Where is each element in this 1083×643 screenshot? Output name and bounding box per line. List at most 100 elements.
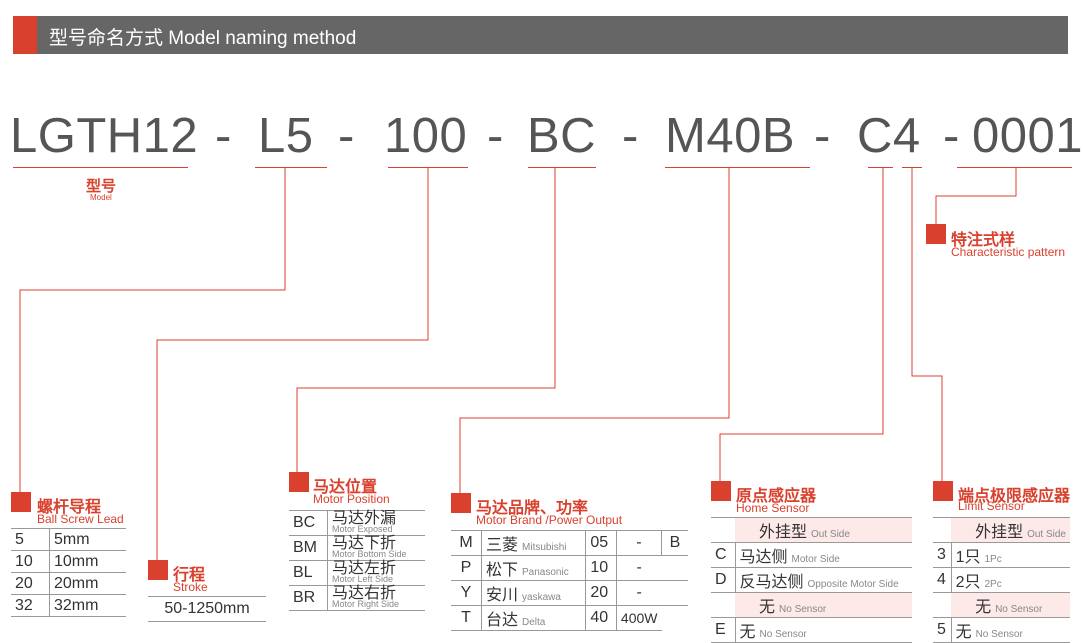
brand-zh: 三菱 xyxy=(486,537,519,554)
position-code: BL xyxy=(289,560,328,586)
position-en: Motor Right Side xyxy=(332,599,400,609)
home-en: Out Side xyxy=(811,529,850,540)
brake-code xyxy=(661,605,688,631)
brake-code xyxy=(661,580,688,606)
position-code: BM xyxy=(289,535,328,561)
limit-zh: 1只 xyxy=(955,549,981,566)
home-en: Motor Side xyxy=(791,554,840,565)
underline-motor xyxy=(665,167,810,168)
lead-value: 10mm xyxy=(49,550,126,573)
limit-en: Out Side xyxy=(1027,529,1066,540)
motor-brand-en: Motor Brand /Power Output xyxy=(476,513,623,527)
code-dash: - xyxy=(487,109,504,163)
position-en: Motor Left Side xyxy=(332,574,394,584)
lead-value: 20mm xyxy=(49,572,126,595)
characteristic-marker xyxy=(926,224,946,244)
stroke-value: 50-1250mm xyxy=(148,596,266,622)
underline-sensor-c xyxy=(868,167,893,168)
home-code xyxy=(711,592,735,618)
lead-code: 10 xyxy=(11,550,50,573)
limit-code: 3 xyxy=(933,542,952,568)
home-code xyxy=(711,517,735,543)
limit-en: No Sensor xyxy=(975,629,1023,640)
ball-screw-en: Ball Screw Lead xyxy=(37,512,124,526)
motor-position-marker xyxy=(289,472,309,492)
home-code: E xyxy=(711,617,735,643)
code-special: 0001 xyxy=(972,109,1083,163)
power-code: 20 xyxy=(585,580,617,606)
limit-code: 4 xyxy=(933,567,952,593)
home-zh: 反马达侧 xyxy=(739,574,804,591)
position-zh: 马达外漏 xyxy=(332,510,397,527)
limit-zh: 无 xyxy=(955,624,972,641)
ball-screw-zh: 螺杆导程 xyxy=(37,499,102,516)
limit-code xyxy=(933,517,952,543)
power-value: 400W xyxy=(615,605,662,631)
home-en: No Sensor xyxy=(779,604,827,615)
brand-code: T xyxy=(451,605,482,631)
position-code: BR xyxy=(289,585,328,611)
brand-en: Delta xyxy=(522,617,546,628)
stroke-table: 50-1250mm xyxy=(148,596,266,622)
lead-value: 5mm xyxy=(49,528,126,551)
code-dash: - xyxy=(338,109,355,163)
home-sensor-zh: 原点感应器 xyxy=(736,488,817,505)
power-value: - xyxy=(615,530,662,556)
lead-code: 20 xyxy=(11,572,50,595)
position-zh: 马达左折 xyxy=(332,560,397,577)
position-zh: 马达右折 xyxy=(332,585,397,602)
underline-sensor-4 xyxy=(902,167,922,168)
motor-position-en: Motor Position xyxy=(313,492,390,506)
limit-zh: 外挂型 xyxy=(975,524,1024,541)
section-header: 型号命名方式 Model naming method xyxy=(13,16,1068,54)
underline-stroke xyxy=(388,167,468,168)
brake-code: B xyxy=(661,530,688,556)
position-en: Motor Bottom Side xyxy=(332,549,407,559)
brand-code: P xyxy=(451,555,482,581)
home-sensor-marker xyxy=(711,481,731,501)
lead-code: 32 xyxy=(11,594,50,617)
brand-zh: 台达 xyxy=(486,612,519,629)
characteristic-en: Characteristic pattern xyxy=(951,245,1066,259)
motor-brand-marker xyxy=(451,493,471,513)
stroke-marker xyxy=(148,560,168,580)
power-code: 40 xyxy=(585,605,617,631)
home-en: No Sensor xyxy=(759,629,807,640)
table-row: 50-1250mm xyxy=(148,596,266,622)
limit-zh: 2只 xyxy=(955,574,981,591)
underline-model xyxy=(13,167,188,168)
model-label-zh: 型号 xyxy=(86,178,117,195)
limit-zh: 无 xyxy=(975,599,992,616)
position-code: BC xyxy=(289,510,328,536)
limit-en: 1Pc xyxy=(984,554,1002,565)
home-sensor-en: Home Sensor xyxy=(736,501,810,515)
position-en: Motor Exposed xyxy=(332,524,393,534)
header-accent-bar xyxy=(13,16,37,54)
limit-sensor-zh: 端点极限感应器 xyxy=(958,488,1071,505)
brand-code: M xyxy=(451,530,482,556)
brake-code xyxy=(661,555,688,581)
lead-value: 32mm xyxy=(49,594,126,617)
code-dash: - xyxy=(814,109,831,163)
home-code: C xyxy=(711,542,735,568)
home-zh: 外挂型 xyxy=(759,524,808,541)
limit-sensor-en: Limit Sensor xyxy=(958,499,1025,513)
